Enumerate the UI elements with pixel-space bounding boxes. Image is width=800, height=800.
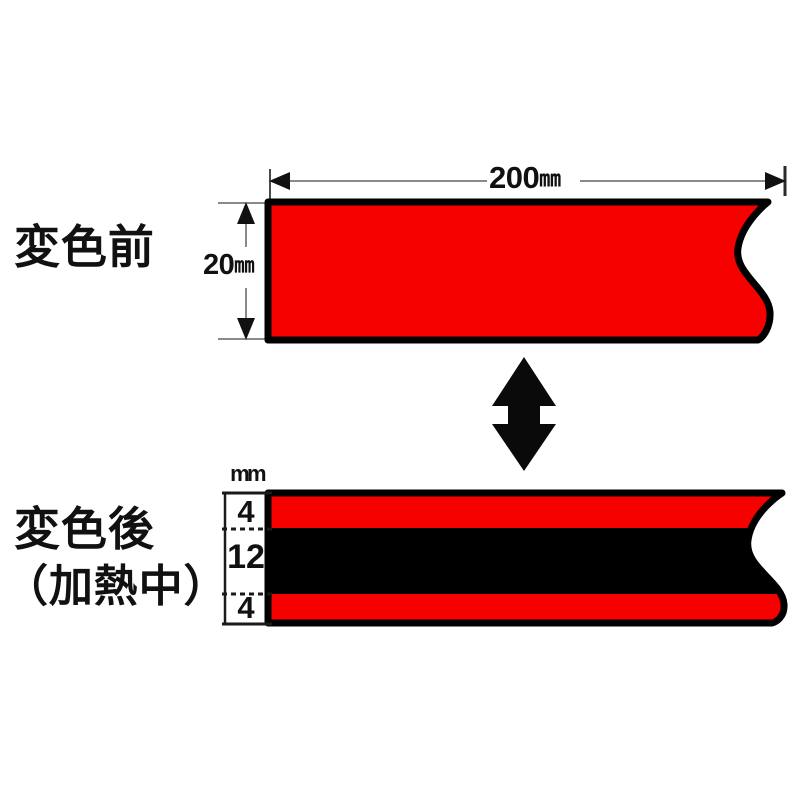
band-label-top-red: 4 (237, 494, 255, 529)
middle-black-band (268, 528, 785, 596)
scale-unit-label: mm (230, 461, 266, 486)
dimension-label-200mm: 200㎜ (489, 160, 561, 196)
arrowhead-up (237, 202, 255, 224)
arrowhead-left (269, 172, 290, 190)
transition-arrow-glyph (492, 357, 556, 471)
dimension-label-20mm: 20㎜ (203, 249, 255, 282)
top-red-band (268, 493, 785, 530)
dimension-20-value: 20 (203, 249, 235, 281)
arrowhead-down (237, 318, 255, 340)
band-label-bottom-red: 4 (237, 590, 255, 625)
arrowhead-right (765, 172, 786, 190)
caption-after-color-change-sub: （加熱中） (4, 561, 229, 612)
dimension-200-value: 200 (489, 160, 540, 195)
caption-before-color-change: 変色前 (14, 220, 155, 274)
band-label-middle-black: 12 (227, 538, 265, 576)
after-color-change-bar (264, 489, 788, 627)
caption-after-color-change: 変色後 (14, 502, 155, 556)
thickness-scale (222, 491, 272, 626)
after-bar-outline (264, 489, 788, 627)
dimension-200mm (269, 166, 787, 203)
dimension-200-unit: ㎜ (539, 165, 561, 191)
dimension-20-unit: ㎜ (234, 254, 254, 277)
bottom-red-band (268, 594, 785, 623)
before-color-change-bar (264, 198, 774, 344)
before-bar-body (264, 198, 774, 344)
dimension-20mm (218, 202, 268, 340)
double-headed-vertical-arrow (492, 357, 556, 471)
